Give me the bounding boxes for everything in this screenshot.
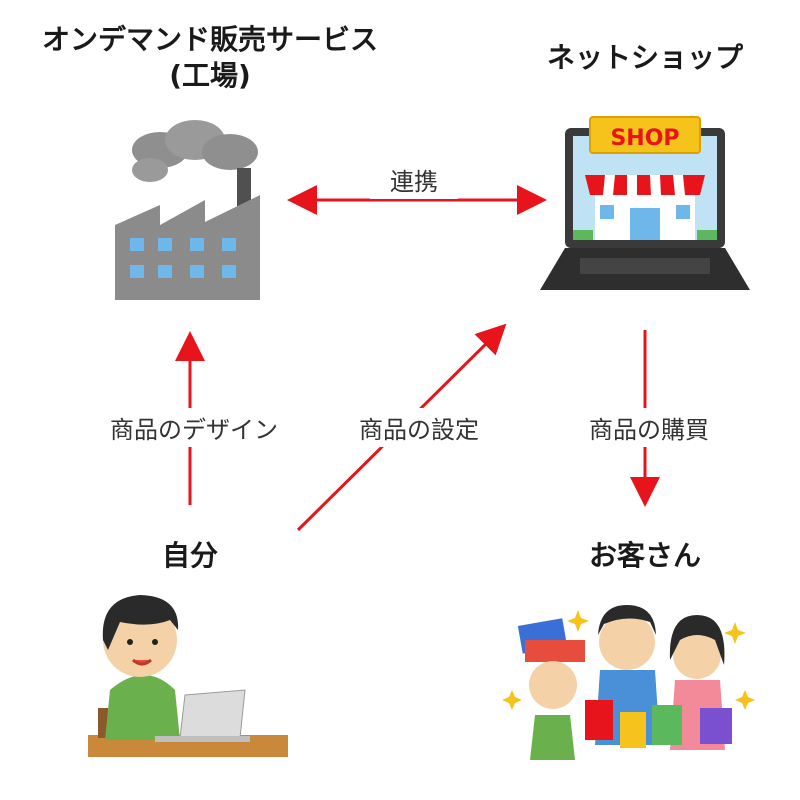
factory-illustration: [115, 120, 260, 300]
factory-title: オンデマンド販売サービス (工場): [20, 22, 400, 94]
factory-title-line2: (工場): [169, 59, 251, 92]
purchase-label: 商品の購買: [560, 408, 738, 447]
settings-label: 商品の設定: [335, 408, 503, 447]
factory-title-line1: オンデマンド販売サービス: [41, 23, 378, 56]
link-label: 連携: [370, 160, 458, 199]
self-illustration: [88, 595, 288, 757]
self-title: 自分: [161, 539, 218, 572]
customers-illustration: [502, 605, 755, 760]
shop-laptop-illustration: [540, 116, 750, 290]
shop-title: ネットショップ: [546, 41, 743, 74]
shop-sign-text: SHOP: [610, 126, 679, 151]
design-label: 商品のデザイン: [88, 408, 300, 447]
customers-title: お客さん: [588, 539, 701, 572]
